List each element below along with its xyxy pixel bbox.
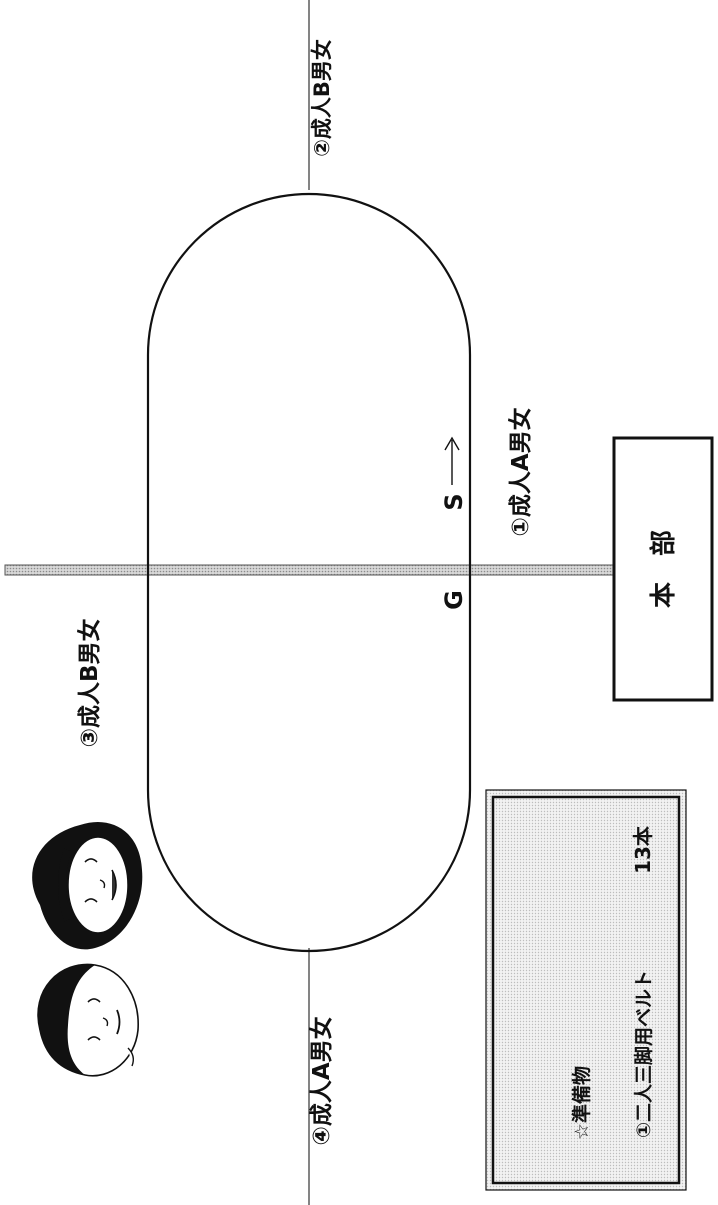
headquarters-box: 本 部 [612, 436, 714, 702]
lane1-label: ①成人A男女 [507, 407, 534, 536]
supplies-item: ①二人三脚用ベルト [633, 970, 655, 1138]
start-marker: S [440, 493, 468, 510]
crossing-bar [4, 564, 618, 576]
supplies-heading: ☆準備物 [570, 1066, 593, 1140]
lane4-label: ④成人A男女 [308, 1016, 335, 1145]
goal-marker: G [440, 590, 468, 610]
headquarters-label: 本 部 [649, 530, 679, 608]
oval-track [146, 192, 472, 953]
woman-face-icon [32, 822, 143, 950]
direction-arrow-icon [444, 436, 460, 485]
man-face-icon [37, 963, 139, 1077]
supplies-quantity: 13本 [631, 826, 655, 874]
supplies-box: ☆準備物 ①二人三脚用ベルト 13本 [485, 789, 687, 1191]
couple-faces-icon [32, 822, 143, 1077]
lane3-label: ③成人B男女 [76, 618, 103, 747]
lane2-label: ②成人B男女 [310, 39, 334, 157]
